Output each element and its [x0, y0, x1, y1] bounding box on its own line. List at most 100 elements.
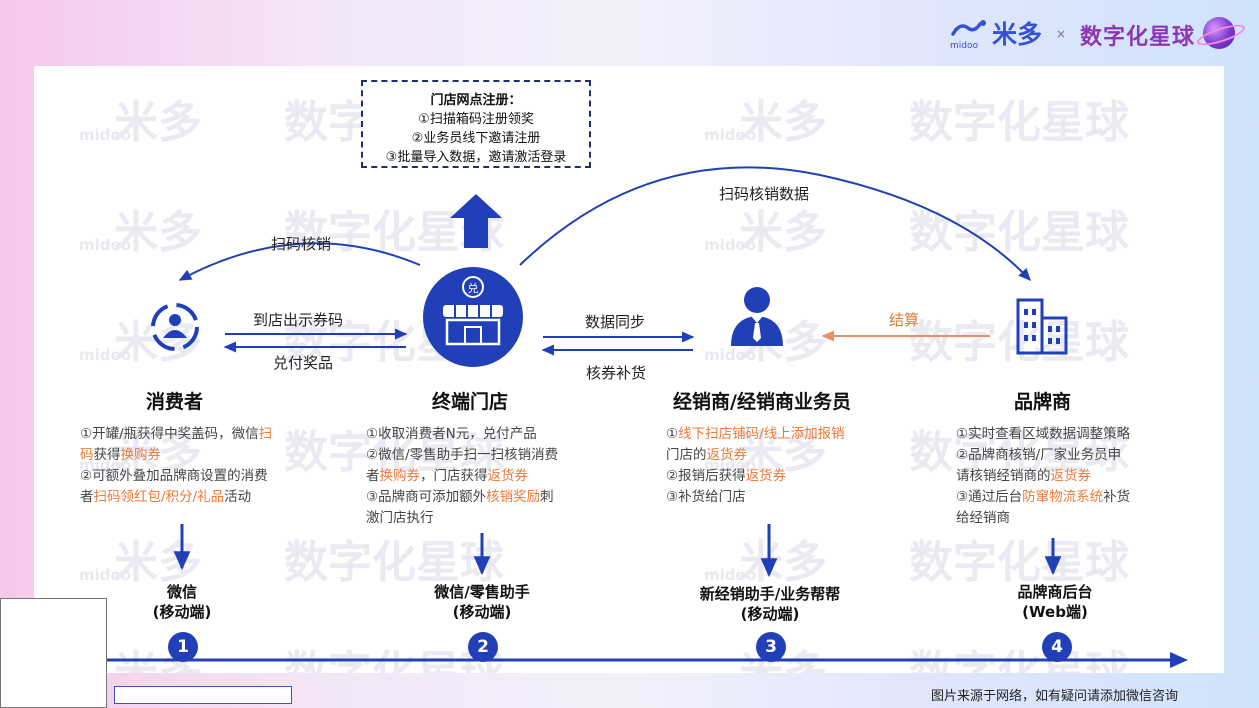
midoo-word: 米多 [992, 20, 1043, 49]
description-text: ①实时查看区域数据调整策略 [956, 426, 1131, 442]
store-registration-box: 门店网点注册： ①扫描箱码注册领奖 ②业务员线下邀请注册 ③批量导入数据，邀请激… [361, 80, 591, 168]
description-text: 激门店执行 [366, 510, 434, 526]
highlight-text: 返货券 [745, 468, 787, 484]
registration-title: 门店网点注册： [430, 93, 522, 108]
timeline-arrowhead [1170, 652, 1188, 668]
description-line: ③补货给门店 [666, 487, 886, 508]
step-2-badge: 2 [468, 632, 498, 662]
highlight-text: 换购券 [379, 468, 421, 484]
label-scan-verify-data: 扫码核销数据 [719, 185, 810, 203]
svg-text:兑: 兑 [468, 281, 479, 295]
platform-dealer-type: (移动端) [740, 605, 800, 623]
midoo-logo: midoo 米多 [950, 16, 1043, 51]
source-caption: 图片来源于网络，如有疑问请添加微信咨询 [931, 689, 1179, 704]
description-text: 给经销商 [956, 510, 1010, 526]
node-title-consumer: 消费者 [146, 391, 204, 413]
description-line: ②品牌商核销/厂家业务员申 [956, 445, 1171, 466]
arrow-scan-verify [178, 242, 421, 281]
node-title-brand: 品牌商 [1014, 391, 1072, 413]
platform-store: 微信/零售助手 (移动端) [412, 582, 552, 622]
description-line: 者扫码领红包/积分/礼品活动 [80, 487, 305, 508]
description-line: ③通过后台防窜物流系统补货 [956, 487, 1171, 508]
platform-consumer-name: 微信 [166, 583, 197, 601]
platform-consumer-type: (移动端) [152, 603, 212, 621]
platform-store-type: (移动端) [452, 603, 512, 621]
description-line: ②报销后获得返货券 [666, 466, 886, 487]
step-1-badge: 1 [168, 632, 198, 662]
registration-line-3: ③批量导入数据，邀请激活登录 [385, 150, 567, 165]
label-show-coupon-code: 到店出示券码 [253, 311, 344, 329]
planet-brand-text: 数字化星球 [1080, 25, 1196, 50]
description-line: ①收取消费者N元，兑付产品 [366, 424, 591, 445]
blank-overlay-field [114, 686, 292, 704]
highlight-text: 返货券 [487, 468, 529, 484]
description-text: ③通过后台 [956, 489, 1023, 505]
description-text: ②报销后获得 [666, 468, 746, 484]
highlight-text: 换购券 [120, 447, 162, 463]
description-text: ③补货给门店 [666, 489, 746, 505]
platform-brand-name: 品牌商后台 [1017, 583, 1093, 601]
description-line: ①线下扫店铺码/线上添加报销 [666, 424, 886, 445]
description-line: ②可额外叠加品牌商设置的消费 [80, 466, 305, 487]
store-icon: 兑 [423, 267, 523, 367]
description-line: 请核销经销商的返货券 [956, 466, 1171, 487]
description-line: 者换购券，门店获得返货券 [366, 466, 591, 487]
description-text: 获得 [93, 447, 121, 463]
description-text: 请核销经销商的 [956, 468, 1051, 484]
node-title-dealer: 经销商/经销商业务员 [673, 391, 851, 413]
highlight-text: 返货券 [1050, 468, 1092, 484]
description-text: 活动 [224, 489, 252, 505]
highlight-text: 防窜物流系统 [1022, 489, 1104, 505]
description-text: ②品牌商核销/厂家业务员申 [956, 447, 1122, 463]
brand-building-icon [1016, 298, 1068, 355]
description-line: ①实时查看区域数据调整策略 [956, 424, 1171, 445]
node-title-store: 终端门店 [432, 391, 509, 413]
label-coupon-restock: 核券补货 [586, 364, 647, 382]
description-line: 激门店执行 [366, 508, 591, 529]
midoo-mark-icon: midoo [950, 16, 990, 51]
registration-line-2: ②业务员线下邀请注册 [411, 131, 541, 146]
highlight-text: 扫码领红包/积分/礼品 [93, 489, 225, 505]
upward-arrow [450, 194, 502, 248]
blank-overlay-box [0, 598, 107, 708]
platform-dealer-name: 新经销助手/业务帮帮 [699, 585, 841, 603]
label-data-sync: 数据同步 [585, 313, 646, 331]
brand-separator: × [1056, 27, 1067, 41]
midoo-small-text: midoo [950, 41, 978, 51]
description-text: ① [666, 426, 679, 442]
highlight-text: 返货券 [706, 447, 748, 463]
arrow-scan-verify-data [519, 166, 1031, 282]
platform-store-name: 微信/零售助手 [434, 583, 530, 601]
highlight-text: 线下扫店铺码/线上添加报销 [678, 426, 845, 442]
description-text: ，门店获得 [420, 468, 488, 484]
description-text: ②可额外叠加品牌商设置的消费 [80, 468, 268, 484]
registration-line-1: ①扫描箱码注册领奖 [418, 112, 534, 127]
top-brand-bar: midoo 米多 × 数字化星球 [0, 0, 1259, 66]
label-scan-verify: 扫码核销 [271, 235, 332, 253]
dealer-icon [731, 287, 783, 346]
platform-brand: 品牌商后台 (Web端) [1000, 582, 1110, 622]
label-settlement: 结算 [889, 311, 920, 329]
highlight-text: 扫 [258, 426, 273, 442]
highlight-text: 核销奖励 [486, 489, 541, 505]
label-redeem-prize: 兑付奖品 [273, 354, 334, 372]
description-line: 给经销商 [956, 508, 1171, 529]
description-text: 者 [80, 489, 94, 505]
description-text: 者 [366, 468, 380, 484]
description-text: 刺 [540, 489, 554, 505]
description-text: 补货 [1103, 489, 1131, 505]
consumer-icon [151, 303, 199, 351]
description-text: ②微信/零售助手扫一扫核销消费 [366, 447, 559, 463]
description-line: ③品牌商可添加额外核销奖励刺 [366, 487, 591, 508]
highlight-text: 码 [80, 447, 94, 463]
step-3-badge: 3 [756, 632, 786, 662]
description-line: ②微信/零售助手扫一扫核销消费 [366, 445, 591, 466]
description-line: ①开罐/瓶获得中奖盖码，微信扫 [80, 424, 305, 445]
description-text: ①开罐/瓶获得中奖盖码，微信 [80, 426, 259, 442]
description-text: 门店的 [666, 447, 707, 463]
